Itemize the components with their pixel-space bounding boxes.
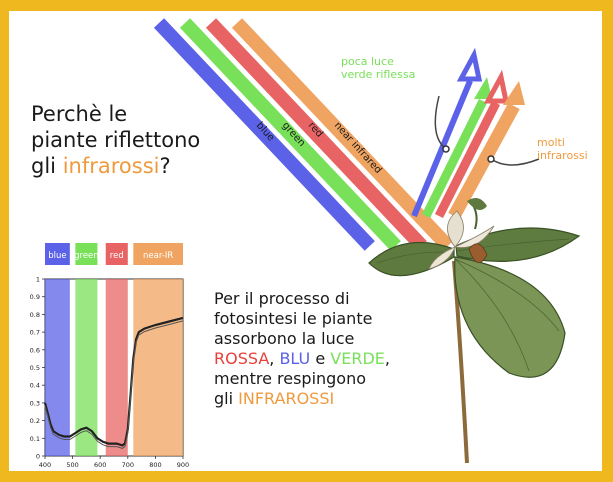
y-tick-label: 0.6: [30, 346, 40, 354]
title-line-1: Perchè le: [31, 102, 128, 126]
callout-orange-line: [490, 158, 540, 166]
spectrum-band-headers: blue green red near-IR: [45, 243, 183, 265]
callout-green-line-1: poca luce: [341, 55, 394, 68]
description-line-6: gli INFRAROSSI: [214, 389, 390, 409]
y-tick-label: 0.8: [30, 311, 40, 319]
band-label-near-IR: near-IR: [143, 251, 173, 261]
y-tick-label: 0.2: [30, 417, 40, 425]
reflected-nir-arrow: [448, 81, 525, 220]
leaf-front: [454, 256, 566, 378]
description-line-1: Per il processo di: [214, 289, 350, 308]
y-tick-label: 0: [36, 453, 40, 461]
reflected-blue-arrow: [411, 47, 483, 218]
title-infrarossi-highlight: infrarossi: [62, 154, 160, 178]
band-header-green: [75, 243, 98, 265]
callout-orange-line-2: infrarossi: [537, 149, 588, 162]
callout-green-line-2: verde riflessa: [341, 68, 416, 81]
trailing-comma: ,: [384, 349, 390, 368]
trillium-plant: [368, 197, 581, 464]
title-line-3-prefix: gli: [31, 154, 63, 178]
band-label-blue: blue: [48, 251, 66, 261]
callout-orange-line-1: molti: [537, 136, 565, 149]
y-tick-label: 0.1: [30, 435, 40, 443]
main-title: Perchè le piante riflettono gli infraros…: [31, 101, 200, 179]
x-tick-label: 500: [66, 461, 78, 469]
description-line-4: ROSSA, BLU e VERDE,: [214, 349, 390, 369]
leaf-veins: [376, 238, 570, 372]
x-axis-ticks: 400 500 600 700 800 900: [39, 456, 189, 469]
description-line-3: assorbono la luce: [214, 329, 355, 348]
reflected-red-arrow: [434, 69, 510, 219]
y-axis-ticks: 0 0.1 0.2 0.3 0.4 0.5 0.6 0.7 0.8 0.9 1: [30, 276, 45, 461]
word-e: e: [310, 349, 331, 368]
y-tick-label: 0.7: [30, 329, 40, 337]
description-line-6-prefix: gli: [214, 389, 239, 408]
band-fill-blue: [45, 279, 70, 456]
separator-comma: ,: [269, 349, 280, 368]
description-text: Per il processo di fotosintesi le piante…: [214, 289, 390, 409]
title-question-mark: ?: [159, 154, 171, 178]
word-blu: BLU: [279, 349, 311, 368]
callout-green-dot: [442, 145, 450, 153]
band-fill-near-IR: [133, 279, 183, 456]
band-fill-green: [75, 279, 98, 456]
band-header-blue: [45, 243, 70, 265]
x-tick-label: 400: [39, 461, 51, 469]
title-line-2: piante riflettono: [31, 128, 201, 152]
reflected-light-arrows: [411, 47, 525, 220]
y-tick-label: 0.3: [30, 399, 40, 407]
word-rossa: ROSSA: [214, 349, 270, 368]
callout-green-text: poca luce verde riflessa: [341, 55, 415, 81]
title-line-3: gli infrarossi?: [31, 153, 200, 179]
x-tick-label: 600: [94, 461, 106, 469]
callout-orange-dot: [487, 155, 495, 163]
band-header-near-IR: [133, 243, 183, 265]
callout-orange-text: molti infrarossi: [537, 136, 588, 162]
band-label-green: green: [74, 251, 99, 261]
description-line-5: mentre respingono: [214, 369, 367, 388]
description-line-2: fotosintesi le piante: [214, 309, 373, 328]
band-fill-red: [105, 279, 128, 456]
x-tick-label: 900: [177, 461, 189, 469]
x-tick-label: 800: [149, 461, 161, 469]
reflectance-curve: [43, 316, 184, 447]
flower: [428, 197, 495, 270]
word-infrarossi: INFRAROSSI: [238, 389, 335, 408]
y-tick-label: 0.4: [30, 382, 40, 390]
y-tick-label: 0.5: [30, 364, 40, 372]
word-verde: VERDE: [330, 349, 385, 368]
reflectance-curve-shadow: [44, 320, 184, 449]
y-tick-label: 1: [36, 276, 40, 284]
x-tick-label: 700: [122, 461, 134, 469]
band-header-red: [105, 243, 128, 265]
reflected-green-arrow: [421, 77, 492, 218]
spectrum-band-fills: [45, 279, 183, 456]
y-tick-label: 0.9: [30, 293, 40, 301]
band-label-red: red: [110, 251, 124, 261]
